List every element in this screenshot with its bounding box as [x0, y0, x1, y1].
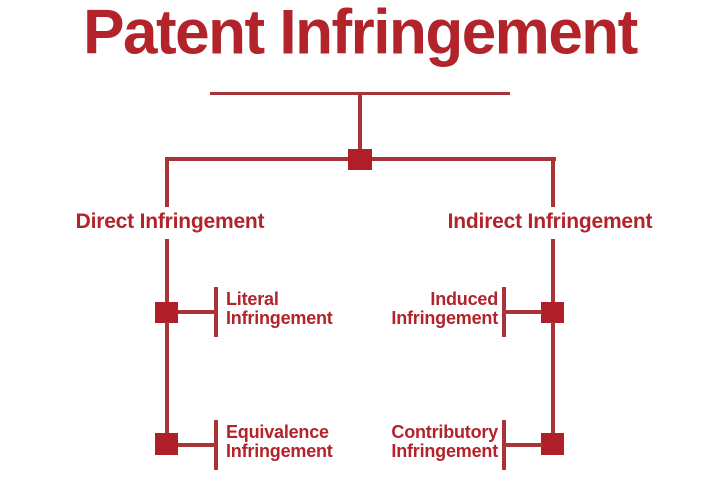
direct-branch-trunk-line-lower — [165, 322, 169, 434]
equivalence-infringement-connector-line — [178, 443, 215, 447]
literal-infringement-node — [155, 302, 178, 323]
contributory-infringement-connector-line — [506, 443, 543, 447]
induced-infringement-connector-line — [506, 310, 543, 314]
literal-infringement-connector-line — [178, 310, 215, 314]
equivalence-infringement-node — [155, 433, 178, 455]
direct-branch-drop-line — [165, 157, 169, 207]
diagram-title: Patent Infringement — [83, 0, 638, 68]
leaf-label-line: Infringement — [391, 308, 498, 328]
indirect-branch-drop-line — [551, 157, 555, 207]
direct-branch-trunk-line-upper — [165, 239, 169, 303]
induced-infringement-tick — [502, 287, 506, 337]
literal-infringement-tick — [214, 287, 218, 337]
contributory-infringement-tick — [502, 420, 506, 470]
branch-label-direct-infringement: Direct Infringement — [75, 210, 265, 233]
leaf-label-line: Infringement — [391, 441, 498, 461]
leaf-label-line: Literal — [226, 289, 279, 309]
indirect-branch-trunk-line-lower — [551, 322, 555, 434]
leaf-label-induced-infringement: Induced Infringement — [340, 290, 498, 328]
induced-infringement-node — [541, 302, 564, 323]
leaf-label-line: Induced — [430, 289, 498, 309]
leaf-label-line: Infringement — [226, 308, 333, 328]
root-junction-node — [348, 149, 372, 170]
leaf-label-literal-infringement: Literal Infringement — [226, 290, 386, 328]
leaf-label-line: Infringement — [226, 441, 333, 461]
leaf-label-contributory-infringement: Contributory Infringement — [340, 423, 498, 461]
branch-label-indirect-infringement: Indirect Infringement — [447, 210, 653, 233]
indirect-branch-trunk-line-upper — [551, 239, 555, 303]
leaf-label-line: Equivalence — [226, 422, 329, 442]
leaf-label-equivalence-infringement: Equivalence Infringement — [226, 423, 386, 461]
leaf-label-line: Contributory — [391, 422, 498, 442]
contributory-infringement-node — [541, 433, 564, 455]
equivalence-infringement-tick — [214, 420, 218, 470]
root-stem-line — [358, 92, 362, 160]
